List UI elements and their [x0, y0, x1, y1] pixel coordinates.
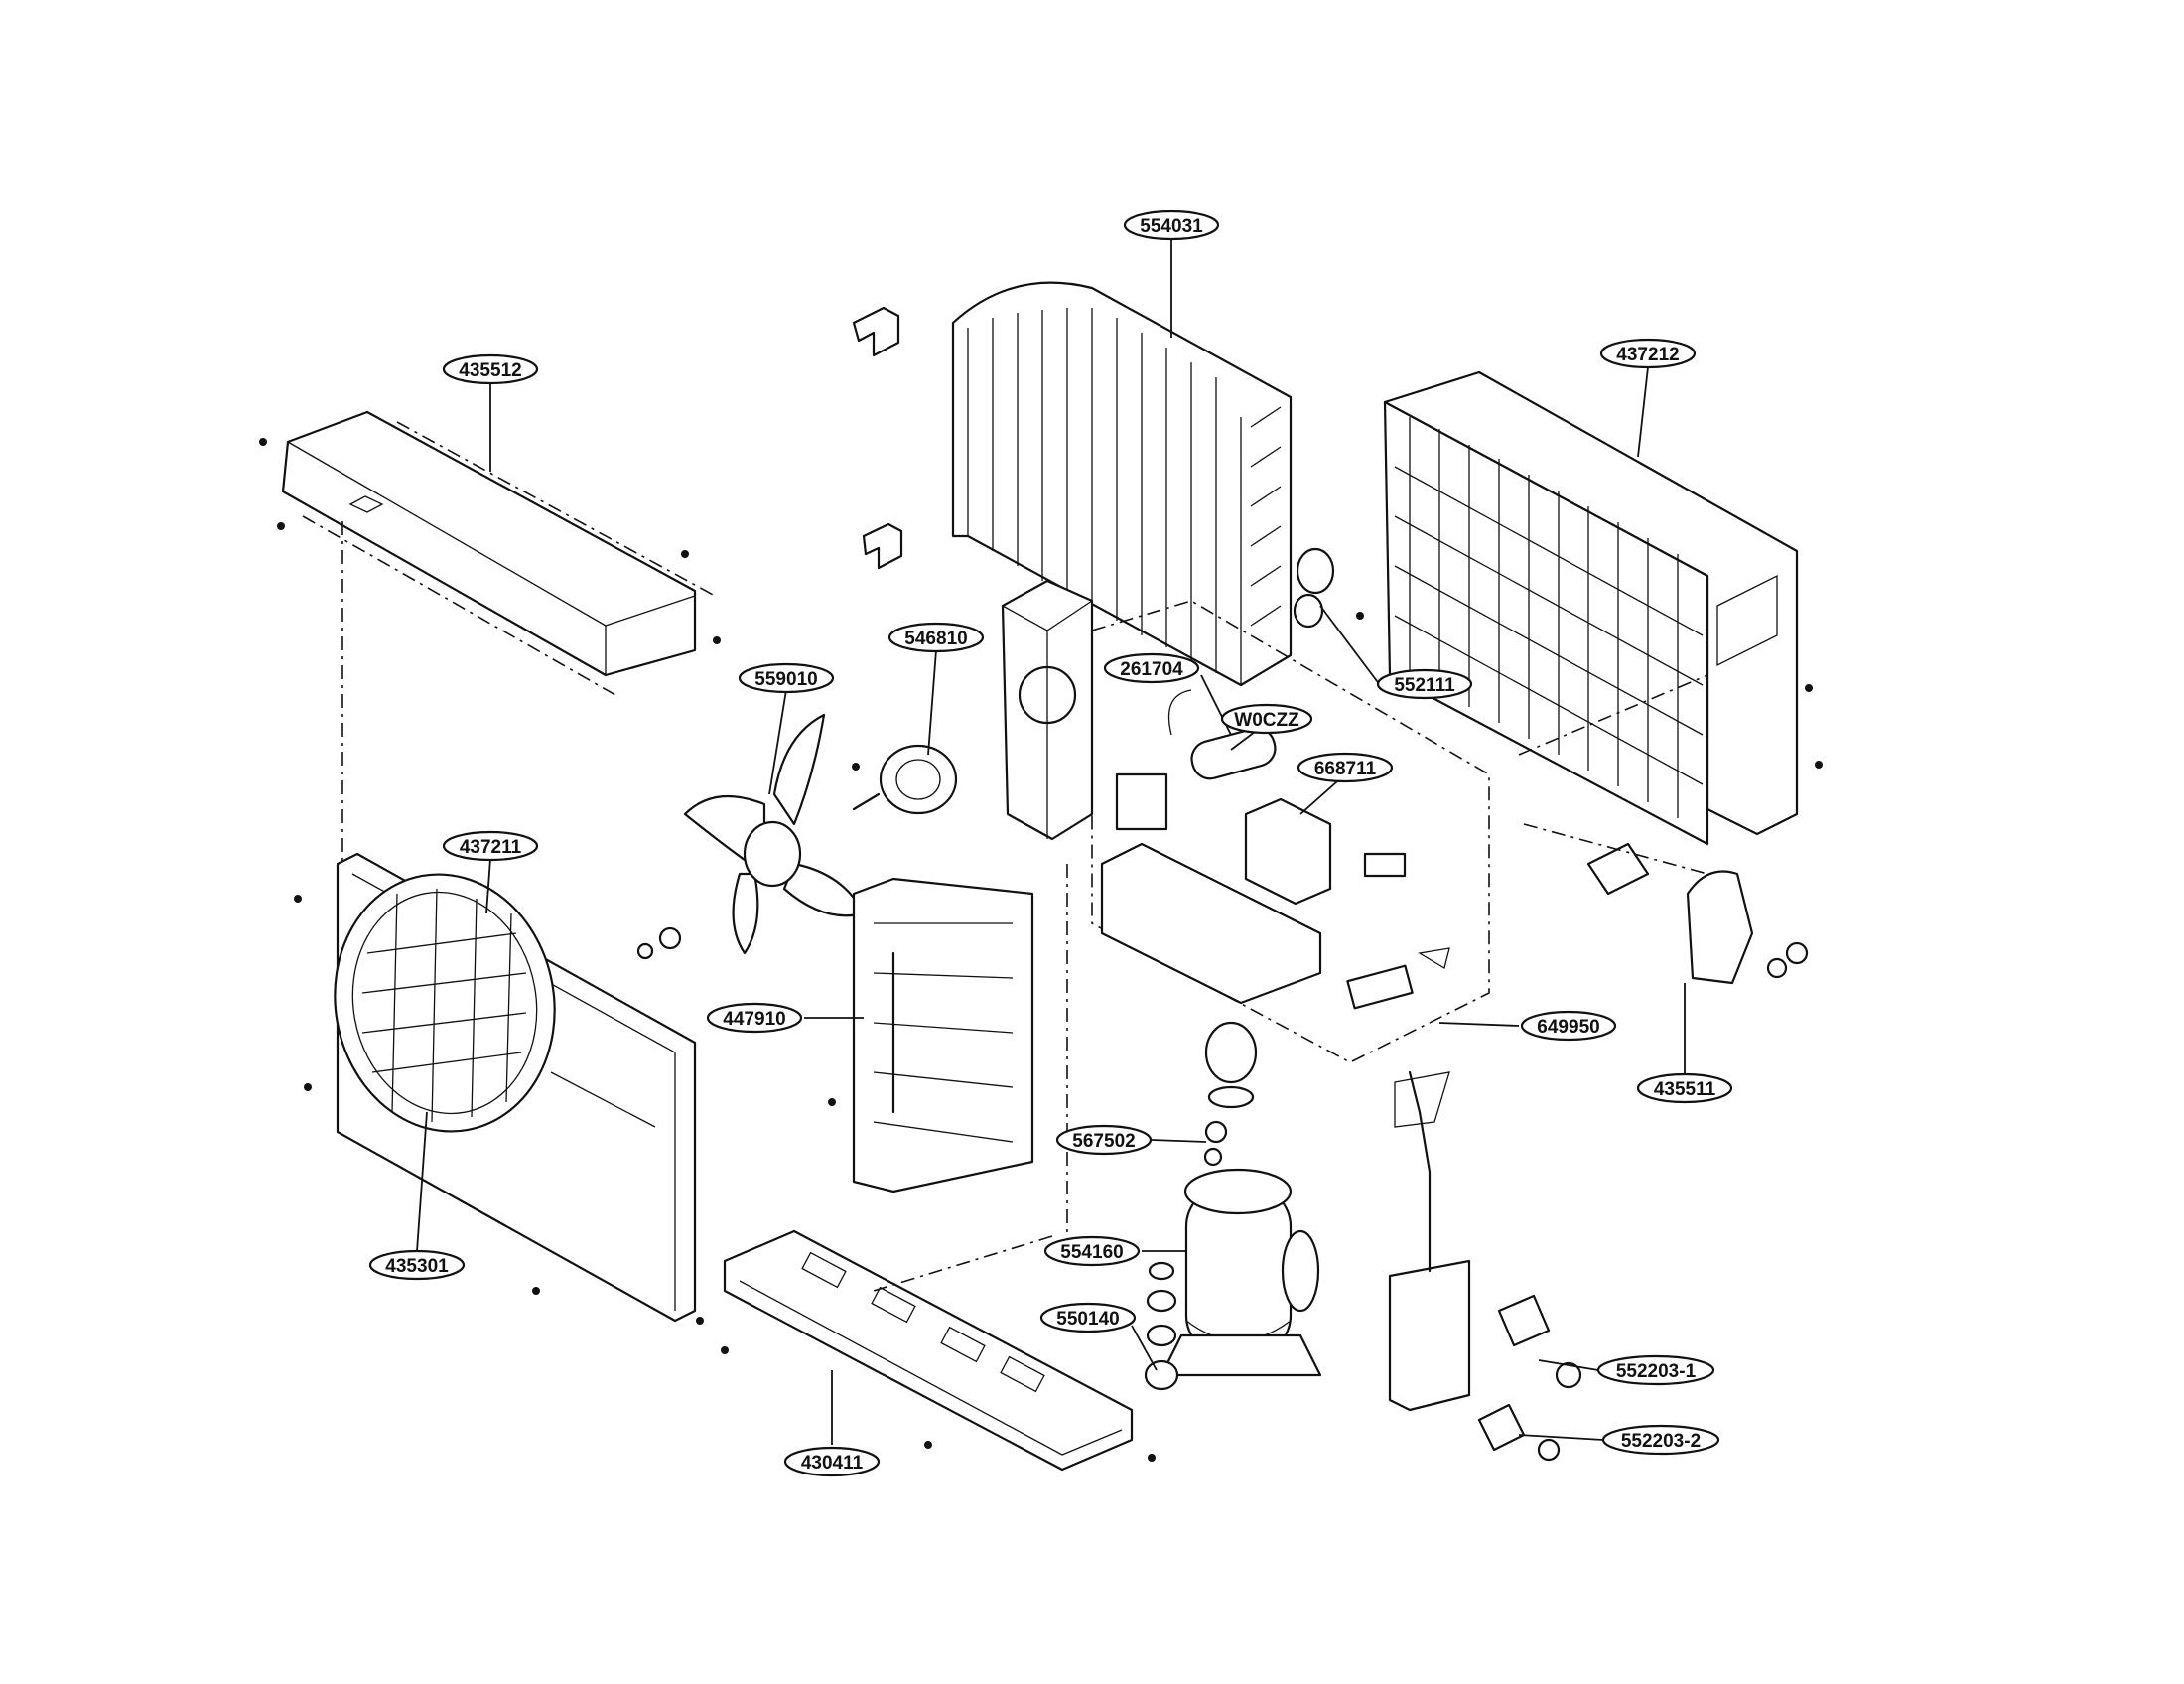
- overload-protector: [1203, 1021, 1258, 1167]
- top-cover-panel: [259, 410, 721, 696]
- service-valves: [1388, 1070, 1582, 1462]
- callout-label: 430411: [801, 1453, 864, 1474]
- callout-552203-1: 552203-1: [1596, 1354, 1715, 1386]
- callout-649950: 649950: [1520, 1010, 1617, 1042]
- control-box-assembly: [1091, 600, 1490, 1063]
- callout-label: 552203-1: [1616, 1361, 1697, 1382]
- callout-label: 435512: [459, 360, 521, 381]
- callout-437212: 437212: [1599, 338, 1697, 369]
- callout-554160: 554160: [1043, 1235, 1141, 1267]
- callout-447910: 447910: [706, 1002, 803, 1034]
- callout-label: 567502: [1072, 1131, 1135, 1152]
- callout-label: 437211: [460, 837, 522, 858]
- callout-label: 554031: [1140, 216, 1203, 237]
- callout-567502: 567502: [1055, 1124, 1153, 1156]
- callout-label: 435301: [385, 1256, 449, 1277]
- service-cover: [1586, 842, 1809, 985]
- callout-label: 649950: [1537, 1017, 1599, 1038]
- callout-label: 546810: [904, 629, 967, 649]
- callout-554031: 554031: [1123, 210, 1220, 241]
- callout-668711: 668711: [1297, 752, 1394, 783]
- callout-552203-2: 552203-2: [1601, 1424, 1720, 1456]
- callout-435301: 435301: [368, 1249, 466, 1281]
- callout-label: W0CZZ: [1234, 710, 1299, 731]
- callout-559010: 559010: [738, 662, 835, 694]
- callout-label: 554160: [1060, 1242, 1123, 1263]
- coil-clips: [852, 306, 903, 570]
- callout-label: 261704: [1120, 659, 1183, 680]
- front-panel: [294, 852, 704, 1325]
- callout-430411: 430411: [783, 1446, 881, 1477]
- callout-label: 552111: [1394, 675, 1455, 696]
- callout-552111: 552111: [1376, 668, 1473, 700]
- callout-437211: 437211: [442, 830, 539, 862]
- callout-label: 435511: [1654, 1079, 1716, 1100]
- condenser-coil: [951, 281, 1335, 687]
- callout-label: 447910: [723, 1009, 785, 1030]
- partition-panel: [828, 877, 1034, 1193]
- callout-261704: 261704: [1103, 652, 1200, 684]
- fan-motor: [852, 744, 958, 815]
- motor-bracket: [1001, 579, 1094, 841]
- leader-lines: [416, 238, 1686, 1445]
- rear-side-panel: [1356, 370, 1823, 846]
- callout-label: 559010: [754, 669, 817, 690]
- compressor: [1160, 1168, 1322, 1377]
- callout-550140: 550140: [1039, 1302, 1137, 1333]
- assembly-lines: [341, 521, 1708, 1292]
- callout-435511: 435511: [1636, 1072, 1733, 1104]
- callout-label: 437212: [1616, 345, 1679, 365]
- callout-label: 552203-2: [1621, 1431, 1701, 1452]
- callout-546810: 546810: [887, 622, 985, 653]
- callout-435512: 435512: [442, 353, 539, 385]
- fan-propeller: [636, 713, 866, 960]
- callout-label: 668711: [1314, 759, 1377, 779]
- compressor-mounts: [1144, 1261, 1179, 1391]
- callout-W0CZZ: W0CZZ: [1220, 703, 1313, 735]
- base-pan: [721, 1229, 1156, 1472]
- callout-label: 550140: [1056, 1309, 1119, 1330]
